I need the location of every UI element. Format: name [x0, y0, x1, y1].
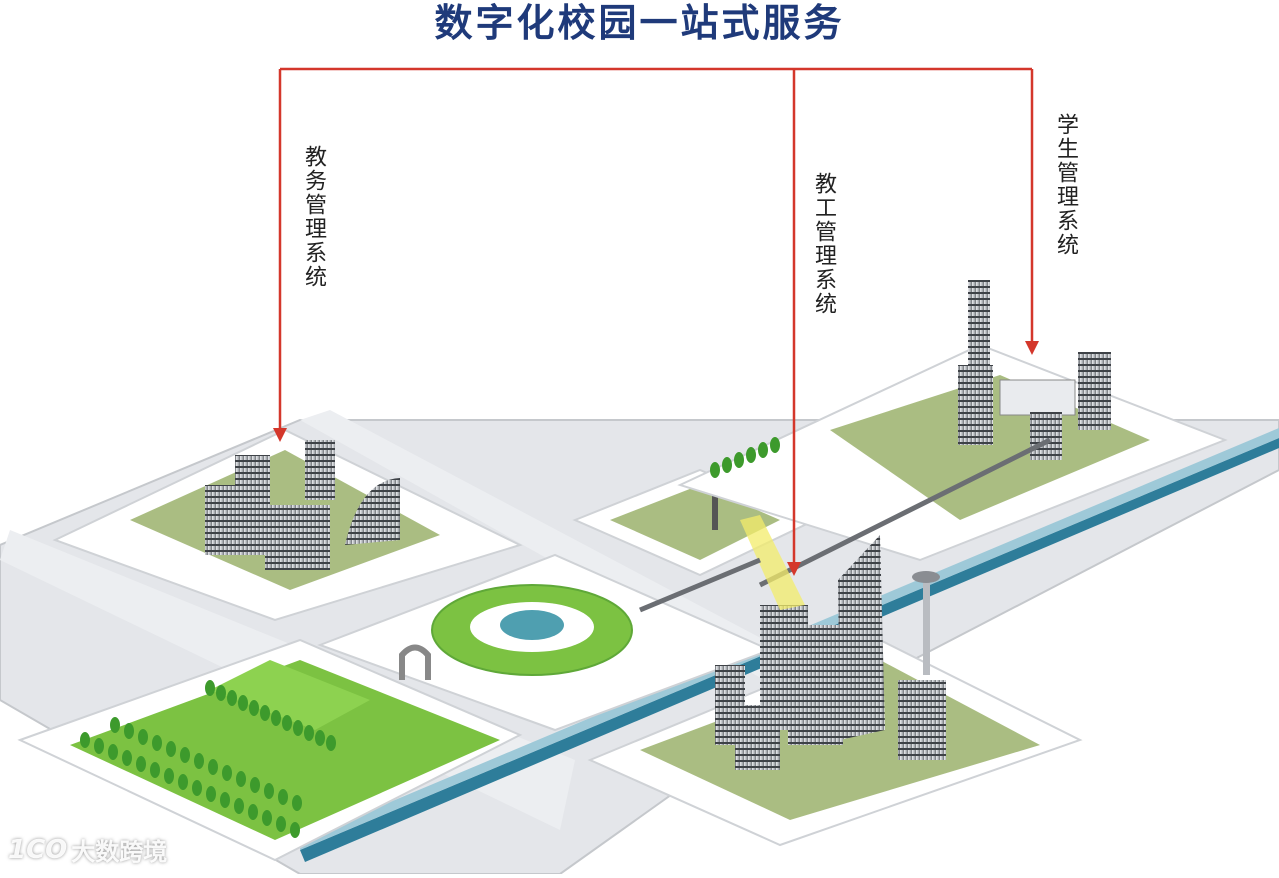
- central-plaza: [317, 553, 773, 732]
- tree: [208, 759, 218, 775]
- tree: [746, 447, 756, 463]
- tree: [271, 710, 281, 726]
- tree: [758, 442, 768, 458]
- tree: [250, 777, 260, 793]
- tree: [227, 690, 237, 706]
- tree: [166, 741, 176, 757]
- tree: [220, 792, 230, 808]
- block-student: [677, 280, 1228, 588]
- tree: [262, 810, 272, 826]
- tree: [94, 738, 104, 754]
- tree: [80, 732, 90, 748]
- tree: [192, 780, 202, 796]
- tree: [110, 717, 120, 733]
- tree: [292, 795, 302, 811]
- tree: [236, 771, 246, 787]
- tree: [164, 768, 174, 784]
- block-park: [17, 638, 523, 862]
- arrowhead-0: [273, 428, 287, 442]
- arrowhead-1: [787, 562, 801, 576]
- system-arrows: [273, 67, 1039, 576]
- tree: [206, 786, 216, 802]
- tree: [249, 700, 259, 716]
- system-label-faculty: 教工管理系统: [811, 172, 836, 316]
- tree: [108, 744, 118, 760]
- tree: [122, 750, 132, 766]
- tree: [216, 685, 226, 701]
- tree: [734, 452, 744, 468]
- tree: [315, 730, 325, 746]
- tree: [276, 816, 286, 832]
- page-title: 数字化校园一站式服务: [434, 1, 845, 45]
- tree: [124, 723, 134, 739]
- tree: [180, 747, 190, 763]
- tree: [264, 783, 274, 799]
- tree: [234, 798, 244, 814]
- tree: [205, 680, 215, 696]
- arrowhead-2: [1025, 341, 1039, 355]
- block-academic: [52, 428, 523, 622]
- tree: [304, 725, 314, 741]
- tree-group: [80, 437, 780, 838]
- tree: [178, 774, 188, 790]
- tree: [222, 765, 232, 781]
- system-label-academic: 教务管理系统: [301, 145, 326, 289]
- tree: [150, 762, 160, 778]
- tree: [290, 822, 300, 838]
- tree: [278, 789, 288, 805]
- tree: [194, 753, 204, 769]
- tree: [260, 705, 270, 721]
- watermark: 1CO 大数跨境: [8, 832, 167, 867]
- block-downtown: [587, 515, 1083, 847]
- tree: [152, 735, 162, 751]
- tree: [770, 437, 780, 453]
- watermark-logo: 1CO: [8, 834, 68, 865]
- tree: [138, 729, 148, 745]
- tree: [722, 457, 732, 473]
- tree: [282, 715, 292, 731]
- tree: [326, 735, 336, 751]
- tree: [710, 462, 720, 478]
- tree: [248, 804, 258, 820]
- tree: [293, 720, 303, 736]
- system-label-student: 学生管理系统: [1053, 113, 1078, 257]
- tree: [136, 756, 146, 772]
- watermark-text: 大数跨境: [71, 838, 168, 866]
- tree: [238, 695, 248, 711]
